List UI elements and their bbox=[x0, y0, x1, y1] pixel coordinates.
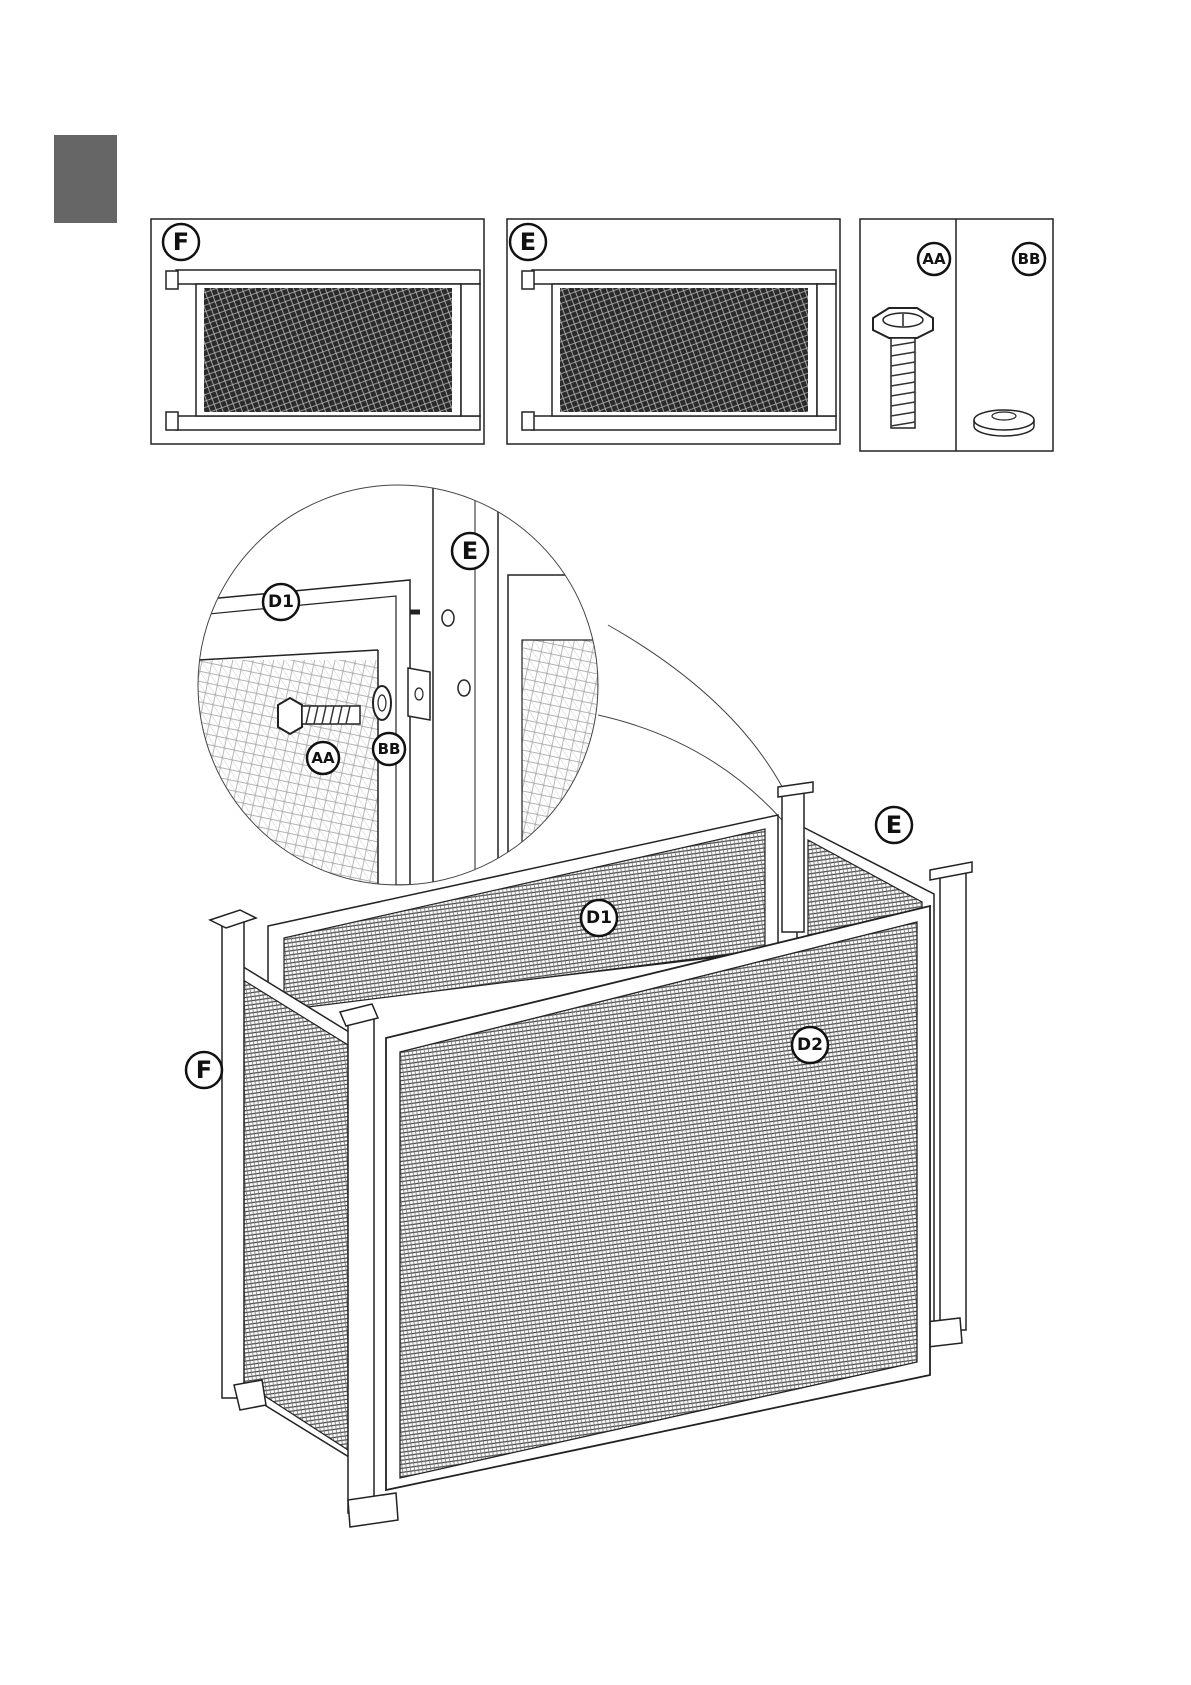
assembly-badge-d1-icon: D1 bbox=[581, 900, 617, 936]
svg-text:F: F bbox=[173, 228, 189, 256]
badge-bb-icon: BB bbox=[1013, 243, 1045, 275]
svg-text:E: E bbox=[520, 228, 536, 256]
svg-text:E: E bbox=[462, 537, 478, 565]
svg-text:E: E bbox=[886, 811, 902, 839]
badge-e-icon: E bbox=[510, 224, 546, 260]
assembly-badge-d2-icon: D2 bbox=[792, 1027, 828, 1063]
panel-f-box bbox=[151, 219, 484, 444]
badge-f-icon: F bbox=[163, 224, 199, 260]
svg-text:D1: D1 bbox=[586, 908, 612, 928]
detail-badge-bb-icon: BB bbox=[373, 733, 405, 765]
mesh-panel-f bbox=[204, 288, 452, 412]
detail-zoom bbox=[198, 485, 789, 885]
svg-text:BB: BB bbox=[378, 740, 401, 758]
detail-badge-aa-icon: AA bbox=[307, 742, 339, 774]
detail-badge-e-icon: E bbox=[452, 533, 488, 569]
svg-text:D1: D1 bbox=[268, 592, 294, 612]
svg-text:D2: D2 bbox=[797, 1035, 823, 1055]
assembly-badge-f-icon: F bbox=[186, 1052, 222, 1088]
svg-text:AA: AA bbox=[311, 749, 335, 767]
svg-text:AA: AA bbox=[922, 250, 946, 268]
mesh-panel-e bbox=[560, 288, 808, 412]
svg-text:BB: BB bbox=[1018, 250, 1041, 268]
svg-text:F: F bbox=[196, 1056, 212, 1084]
main-assembly bbox=[210, 782, 972, 1527]
assembly-badge-e-icon: E bbox=[876, 807, 912, 843]
detail-badge-d1-icon: D1 bbox=[263, 584, 299, 620]
badge-aa-icon: AA bbox=[918, 243, 950, 275]
panel-e-box bbox=[507, 219, 840, 444]
